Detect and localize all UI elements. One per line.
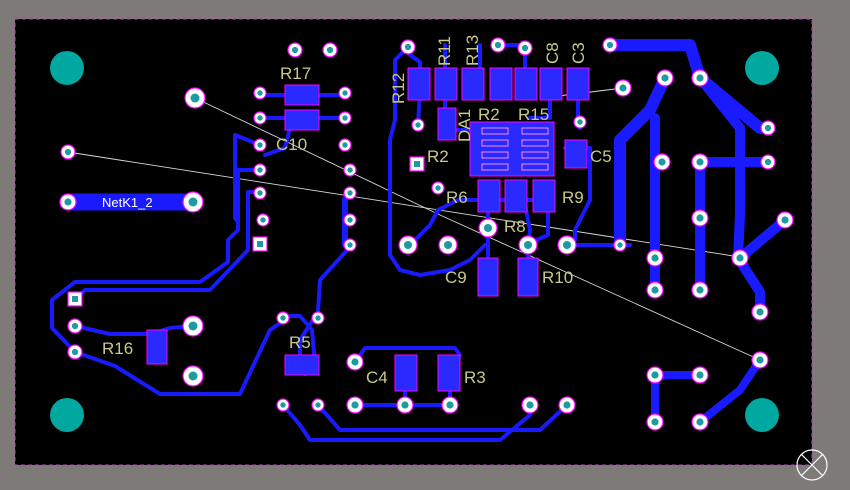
pad-hole bbox=[651, 371, 659, 379]
pad-hole bbox=[403, 240, 413, 250]
pad-hole bbox=[696, 418, 704, 426]
mounting-hole bbox=[745, 51, 779, 85]
designator-label: C9 bbox=[445, 268, 467, 287]
designator-label: R2 bbox=[427, 147, 449, 166]
pad-hole bbox=[651, 286, 659, 294]
designator-label: DA1 bbox=[455, 109, 474, 142]
pad-hole bbox=[188, 371, 198, 381]
pad-hole bbox=[64, 148, 72, 156]
designator-label: R17 bbox=[280, 64, 311, 83]
pad-hole bbox=[696, 371, 704, 379]
pad-hole bbox=[577, 119, 583, 125]
pad-hole bbox=[756, 308, 764, 316]
mounting-hole bbox=[50, 51, 84, 85]
pad-hole bbox=[347, 242, 353, 248]
pad-hole bbox=[562, 240, 572, 250]
pad-hole bbox=[435, 185, 441, 191]
pad-hole bbox=[661, 74, 669, 82]
pad-hole bbox=[606, 41, 614, 49]
pad-hole bbox=[71, 348, 79, 356]
designator-label: R12 bbox=[389, 73, 408, 104]
pad-hole bbox=[257, 167, 263, 173]
ic-da1-pins bbox=[481, 127, 549, 171]
pad-hole bbox=[315, 315, 321, 321]
net-label: NetK1_2 bbox=[102, 195, 153, 210]
pad-hole bbox=[188, 197, 198, 207]
designator-label: R16 bbox=[102, 339, 133, 358]
pad-hole bbox=[342, 142, 348, 148]
designator-label: R11 bbox=[435, 36, 454, 66]
designator-label: R3 bbox=[464, 368, 486, 387]
pad-hole bbox=[781, 216, 789, 224]
designator-label: C10 bbox=[276, 135, 307, 154]
designator-label: C5 bbox=[590, 147, 612, 166]
designator-label: R6 bbox=[446, 188, 468, 207]
pad-hole bbox=[651, 418, 659, 426]
pad-hole bbox=[658, 158, 666, 166]
pad-hole bbox=[483, 223, 493, 233]
pad-hole bbox=[617, 242, 623, 248]
mounting-hole bbox=[50, 398, 84, 432]
designator-label: R9 bbox=[562, 188, 584, 207]
pad-hole bbox=[347, 217, 353, 223]
pad-hole bbox=[651, 254, 659, 262]
pad-hole bbox=[347, 190, 353, 196]
pad-hole bbox=[257, 142, 263, 148]
pad-hole bbox=[756, 356, 764, 364]
pad-hole bbox=[764, 158, 772, 166]
square-pads[interactable] bbox=[67, 156, 425, 307]
pad-hole bbox=[446, 401, 454, 409]
pad-hole bbox=[64, 198, 72, 206]
designator-label: R15 bbox=[518, 105, 549, 124]
designator-label: R5 bbox=[289, 333, 311, 352]
pad-hole bbox=[291, 46, 299, 54]
pad-hole bbox=[351, 358, 359, 366]
pad-hole bbox=[696, 286, 704, 294]
designator-label: R10 bbox=[542, 268, 573, 287]
mounting-holes bbox=[50, 51, 779, 432]
designator-label: R8 bbox=[504, 217, 526, 236]
pad-hole bbox=[342, 90, 348, 96]
pad-hole bbox=[696, 214, 704, 222]
pad-hole bbox=[404, 43, 412, 51]
pad-hole bbox=[190, 93, 200, 103]
pad-hole bbox=[260, 217, 266, 223]
pad-hole bbox=[563, 401, 571, 409]
ratsnest-lines bbox=[67, 87, 761, 361]
pad-hole bbox=[696, 74, 704, 82]
designator-label: C4 bbox=[366, 368, 388, 387]
through-hole-pads[interactable] bbox=[59, 37, 794, 431]
pad-hole bbox=[351, 401, 359, 409]
pad-hole bbox=[764, 124, 772, 132]
pad-hole bbox=[619, 84, 627, 92]
pad-hole bbox=[257, 90, 263, 96]
crosshair-circle-icon[interactable] bbox=[796, 449, 828, 481]
pad-hole bbox=[257, 115, 263, 121]
pad-hole bbox=[347, 167, 353, 173]
pad-hole bbox=[280, 315, 286, 321]
pad-hole bbox=[71, 322, 79, 330]
pad-hole bbox=[736, 254, 744, 262]
pad-hole bbox=[494, 41, 502, 49]
designator-label: R2 bbox=[478, 105, 500, 124]
designator-label: R13 bbox=[463, 35, 482, 66]
pad-hole bbox=[696, 158, 704, 166]
pad-hole bbox=[521, 44, 529, 52]
pad-hole bbox=[280, 402, 286, 408]
pad-hole bbox=[257, 190, 263, 196]
pad-hole bbox=[326, 46, 334, 54]
pad-hole bbox=[526, 401, 534, 409]
designator-label: C8 bbox=[543, 42, 562, 64]
pad-hole bbox=[315, 402, 321, 408]
designator-labels: R17 C10 R12 R11 R13 C8 C3 DA1 R2 R2 R15 … bbox=[102, 35, 612, 387]
pad-hole bbox=[523, 240, 533, 250]
mounting-hole bbox=[745, 398, 779, 432]
pad-hole bbox=[401, 401, 409, 409]
pad-hole bbox=[415, 122, 421, 128]
pad-hole bbox=[443, 240, 453, 250]
pad-hole bbox=[188, 321, 198, 331]
designator-label: C3 bbox=[569, 42, 588, 64]
pad-hole bbox=[342, 115, 348, 121]
